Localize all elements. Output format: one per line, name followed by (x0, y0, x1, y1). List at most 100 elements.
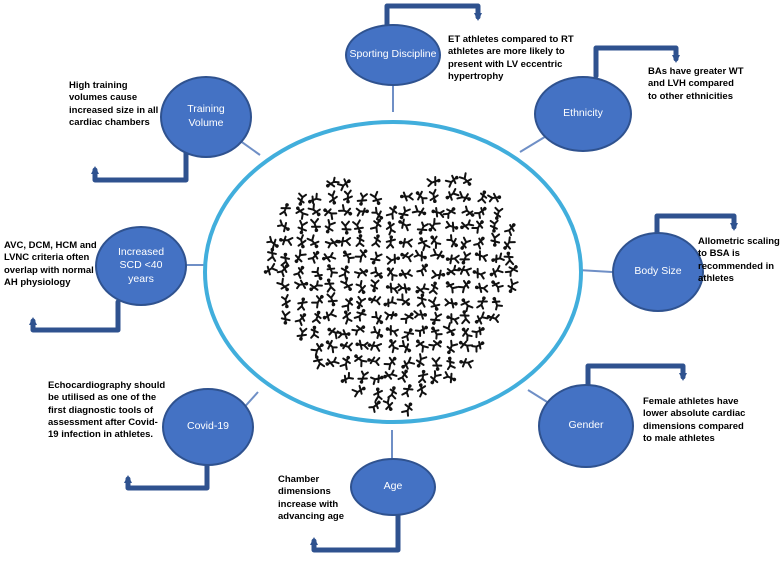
athlete-pictogram (414, 325, 428, 338)
athlete-pictogram (339, 355, 351, 371)
athlete-pictogram (397, 369, 408, 383)
athlete-pictogram (354, 268, 369, 279)
note-training-volume: High training volumes cause increased si… (69, 80, 159, 129)
athlete-pictogram (373, 387, 383, 402)
athlete-pictogram (445, 281, 459, 294)
athlete-pictogram (431, 356, 443, 371)
node-gender-label: Gender (568, 419, 604, 432)
athlete-pictogram (297, 297, 308, 311)
athlete-pictogram (371, 311, 384, 325)
athlete-pictogram (486, 313, 500, 323)
athlete-pictogram (370, 326, 384, 339)
note-gender: Female athletes have lower absolute card… (643, 396, 746, 445)
node-body-size: Body Size (612, 232, 704, 312)
athlete-pictogram (294, 313, 307, 327)
athlete-pictogram (416, 263, 428, 277)
athlete-pictogram (337, 236, 352, 247)
athlete-pictogram (428, 296, 441, 311)
arrow-scd (29, 299, 121, 333)
athlete-pictogram (489, 264, 504, 278)
note-covid-19: Echocardiography should be utilised as o… (48, 380, 166, 441)
athlete-pictogram (428, 188, 439, 203)
athlete-pictogram (351, 384, 366, 398)
heart-of-sport-pictograms (263, 172, 519, 417)
athlete-pictogram (295, 206, 309, 220)
athlete-pictogram (340, 277, 354, 291)
athlete-pictogram (398, 237, 413, 248)
athlete-pictogram (306, 234, 320, 249)
athlete-pictogram (311, 266, 323, 281)
athlete-pictogram (445, 254, 460, 265)
node-ethnicity: Ethnicity (534, 76, 632, 152)
athlete-pictogram (321, 252, 337, 263)
athlete-pictogram (356, 192, 368, 206)
athlete-pictogram (309, 280, 323, 292)
athlete-pictogram (411, 205, 427, 217)
athlete-pictogram (444, 298, 458, 309)
node-sporting-discipline: Sporting Discipline (345, 24, 441, 86)
athlete-pictogram (383, 296, 397, 308)
node-increased-scd-label: Increased SCD <40 years (117, 245, 165, 285)
athlete-pictogram (398, 269, 413, 279)
athlete-pictogram (489, 219, 499, 233)
athlete-pictogram (401, 328, 415, 342)
athlete-pictogram (355, 207, 369, 217)
athlete-pictogram (442, 322, 456, 337)
connector-ethnicity (519, 134, 549, 153)
athlete-pictogram (355, 339, 369, 350)
athlete-pictogram (459, 251, 472, 265)
node-age-label: Age (383, 480, 403, 493)
athlete-pictogram (471, 340, 485, 353)
node-sporting-discipline-label: Sporting Discipline (349, 48, 437, 61)
athlete-pictogram (351, 325, 366, 336)
athlete-pictogram (401, 384, 414, 398)
athlete-pictogram (413, 309, 427, 320)
athlete-pictogram (340, 220, 352, 235)
athlete-pictogram (356, 295, 367, 310)
athlete-pictogram (342, 250, 355, 264)
athlete-pictogram (415, 339, 429, 353)
athlete-pictogram (460, 298, 474, 313)
athlete-pictogram (401, 402, 413, 417)
node-training-volume-label: Training Volume (187, 103, 225, 129)
athlete-pictogram (307, 250, 320, 264)
athlete-pictogram (296, 327, 308, 341)
athlete-pictogram (368, 295, 382, 306)
athlete-pictogram (401, 356, 416, 370)
athlete-pictogram (430, 370, 442, 385)
node-ethnicity-label: Ethnicity (563, 107, 603, 120)
athlete-pictogram (354, 354, 368, 368)
athlete-pictogram (504, 223, 516, 237)
athlete-pictogram (342, 310, 353, 325)
athlete-pictogram (461, 327, 473, 342)
athlete-pictogram (493, 206, 504, 220)
athlete-pictogram (369, 218, 382, 234)
athlete-pictogram (342, 189, 353, 204)
arrow-gender (585, 363, 687, 389)
athlete-pictogram (276, 264, 289, 278)
athlete-pictogram (430, 248, 445, 260)
athlete-pictogram (369, 190, 383, 206)
athlete-pictogram (339, 341, 353, 352)
athlete-pictogram (459, 357, 474, 369)
athlete-pictogram (340, 371, 354, 384)
athlete-pictogram (371, 234, 382, 248)
athlete-pictogram (428, 217, 441, 232)
athlete-pictogram (338, 265, 350, 280)
athlete-pictogram (445, 188, 460, 201)
athlete-pictogram (459, 310, 471, 325)
node-body-size-label: Body Size (634, 265, 682, 278)
note-age: Chamber dimensions increase with advanci… (278, 474, 344, 523)
athlete-pictogram (428, 281, 439, 295)
bent-arrows (29, 3, 738, 553)
athlete-pictogram (279, 203, 292, 217)
athlete-pictogram (503, 236, 516, 250)
athlete-pictogram (398, 339, 412, 354)
node-increased-scd: Increased SCD <40 years (95, 226, 187, 306)
athlete-pictogram (473, 236, 485, 250)
athlete-pictogram (293, 265, 305, 279)
athlete-pictogram (336, 329, 351, 340)
athlete-pictogram (385, 324, 399, 337)
athlete-pictogram (324, 218, 336, 234)
athlete-pictogram (503, 251, 515, 266)
